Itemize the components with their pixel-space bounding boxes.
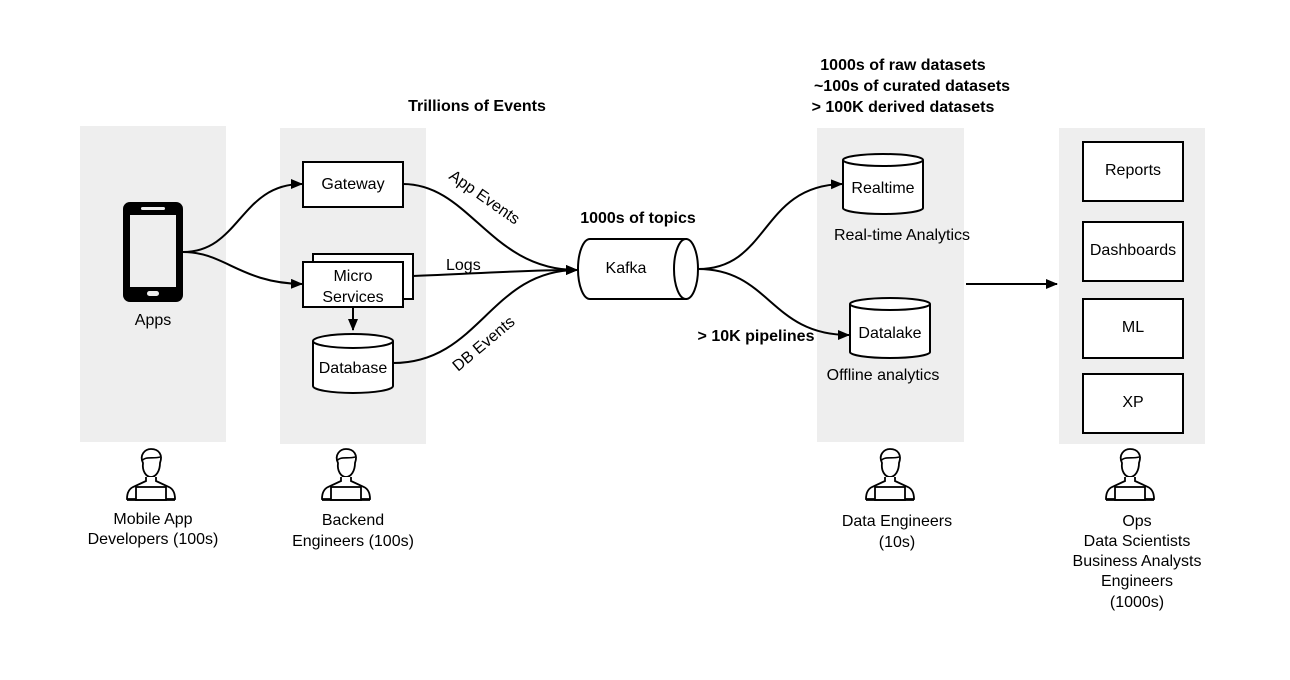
datasets-header-derived: > 100K derived datasets	[812, 99, 995, 116]
microservices-label-line2: Services	[322, 289, 383, 306]
datalake-caption: Offline analytics	[827, 367, 940, 384]
ml-label: ML	[1122, 319, 1144, 336]
edge-kafka-to-realtime	[697, 179, 843, 270]
realtime-caption: Real-time Analytics	[834, 227, 970, 244]
persona-consumers-line4: Engineers	[1101, 573, 1173, 590]
smartphone-icon	[123, 202, 183, 302]
persona-consumers-line3: Business Analysts	[1073, 553, 1202, 570]
app-events-label: App Events	[446, 167, 523, 228]
persona-consumers-line2: Data Scientists	[1084, 533, 1191, 550]
reports-label: Reports	[1105, 162, 1161, 179]
edge-logs	[412, 265, 578, 277]
realtime-label: Realtime	[851, 180, 914, 197]
gateway-box	[302, 161, 404, 208]
user-laptop-icon	[126, 448, 176, 501]
edge-app-events	[402, 183, 578, 275]
gateway-label: Gateway	[321, 176, 384, 193]
persona-backend-line2: Engineers (100s)	[292, 533, 414, 550]
datalake-cylinder	[849, 297, 931, 359]
persona-backend-line1: Backend	[322, 512, 384, 529]
datalake-label: Datalake	[858, 325, 921, 342]
realtime-cylinder	[842, 153, 924, 215]
persona-mobile-line2: Developers (100s)	[88, 531, 219, 548]
xp-box	[1082, 373, 1184, 434]
reports-box	[1082, 141, 1184, 202]
microservices-label-line1: Micro	[333, 268, 372, 285]
persona-consumers-line5: (1000s)	[1110, 594, 1164, 611]
dashboards-label: Dashboards	[1090, 242, 1176, 259]
user-laptop-icon	[865, 448, 915, 501]
events-header: Trillions of Events	[408, 98, 546, 115]
topics-header: 1000s of topics	[580, 210, 696, 227]
datasets-header-curated: ~100s of curated datasets	[814, 78, 1010, 95]
apps-label: Apps	[135, 312, 171, 329]
microservices-box	[302, 261, 404, 308]
user-laptop-icon	[321, 448, 371, 501]
logs-label: Logs	[446, 257, 481, 274]
dashboards-box	[1082, 221, 1184, 282]
db-events-label: DB Events	[450, 313, 519, 375]
kafka-cylinder	[577, 238, 699, 300]
xp-label: XP	[1122, 394, 1143, 411]
edge-kafka-to-datalake	[697, 268, 850, 340]
persona-consumers-line1: Ops	[1122, 513, 1151, 530]
kafka-label: Kafka	[606, 260, 647, 277]
edge-apps-to-microservices	[182, 251, 303, 289]
persona-data-eng-line2: (10s)	[879, 534, 915, 551]
pipelines-label: > 10K pipelines	[698, 328, 815, 345]
ml-box	[1082, 298, 1184, 359]
edge-db-events	[392, 265, 578, 364]
database-cylinder	[312, 333, 394, 394]
edge-apps-to-gateway	[182, 179, 303, 253]
user-laptop-icon	[1105, 448, 1155, 501]
database-label: Database	[319, 360, 388, 377]
persona-mobile-line1: Mobile App	[113, 511, 192, 528]
datasets-header-raw: 1000s of raw datasets	[820, 57, 986, 74]
persona-data-eng-line1: Data Engineers	[842, 513, 952, 530]
